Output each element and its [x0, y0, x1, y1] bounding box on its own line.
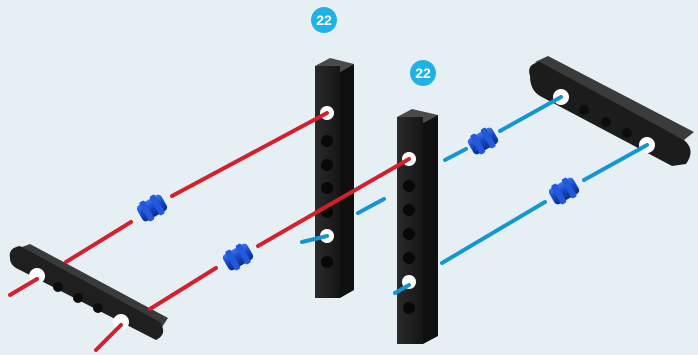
- bushing-left-lower: [222, 243, 254, 271]
- bushing-left-upper: [136, 194, 168, 222]
- badge-left-beam-label: 22: [316, 12, 332, 28]
- blue-axle-upper: [300, 95, 563, 244]
- bushing-right-lower: [548, 177, 580, 205]
- bushing-right-upper: [467, 127, 499, 155]
- badge-left-beam: 22: [311, 7, 337, 33]
- beam-top-right: [529, 56, 694, 166]
- red-axle-upper: [8, 111, 329, 297]
- badge-right-beam: 22: [410, 60, 436, 86]
- red-axle-lower: [94, 157, 411, 352]
- badge-right-beam-label: 22: [415, 65, 431, 81]
- beam-bottom-left: [9, 244, 168, 340]
- blue-axle-lower: [393, 143, 649, 295]
- beam-left-vertical: [315, 58, 354, 298]
- beam-right-vertical: [397, 109, 438, 344]
